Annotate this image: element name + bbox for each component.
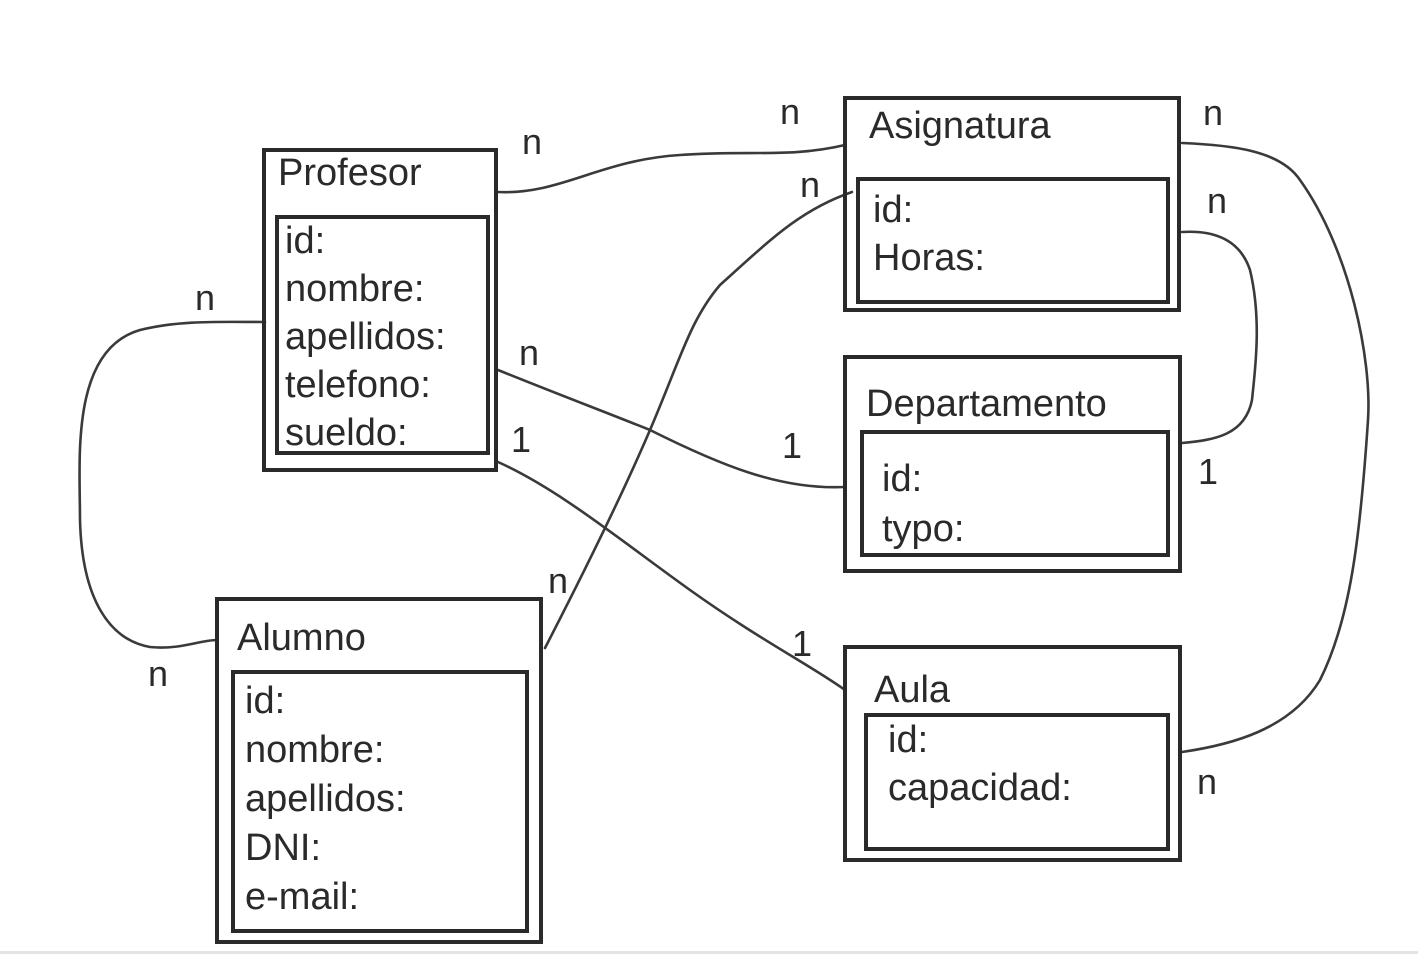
cardinality-label: n bbox=[522, 121, 543, 162]
entity-title: Alumno bbox=[237, 617, 366, 659]
entity-profesor: Profesor id: nombre: apellidos: telefono… bbox=[262, 148, 498, 472]
attribute: e-mail: bbox=[245, 876, 360, 918]
entity-title: Asignatura bbox=[869, 105, 1051, 147]
cardinality-label: 1 bbox=[511, 419, 532, 460]
attribute: sueldo: bbox=[285, 412, 408, 454]
cardinality-label: n bbox=[1203, 92, 1224, 133]
attribute-box: id: capacidad: bbox=[864, 713, 1170, 851]
attribute: Horas: bbox=[873, 237, 985, 279]
attribute: typo: bbox=[882, 508, 965, 550]
cardinality-label: n bbox=[1197, 761, 1218, 802]
entity-title: Aula bbox=[874, 669, 951, 711]
link-alumno-asignatura bbox=[543, 190, 854, 650]
cardinality-label: n bbox=[780, 91, 801, 132]
cardinality-label: 1 bbox=[782, 425, 803, 466]
attribute: apellidos: bbox=[245, 778, 406, 820]
link-asignatura-aula bbox=[1180, 141, 1370, 754]
attribute: capacidad: bbox=[888, 767, 1072, 809]
entity-title: Profesor bbox=[278, 152, 422, 194]
attribute: id: bbox=[285, 220, 326, 262]
cardinality-label: n bbox=[148, 653, 169, 694]
attribute: nombre: bbox=[285, 268, 425, 310]
attribute: apellidos: bbox=[285, 316, 446, 358]
link-asignatura-departamento bbox=[1180, 230, 1259, 445]
attribute: id: bbox=[245, 680, 286, 722]
cardinality-label: n bbox=[1207, 180, 1228, 221]
entity-alumno: Alumno id: nombre: apellidos: DNI: e-mai… bbox=[215, 597, 543, 944]
cardinality-label: 1 bbox=[792, 623, 813, 664]
cardinality-label: 1 bbox=[1198, 451, 1219, 492]
link-profesor-asignatura bbox=[496, 143, 847, 194]
link-profesor-aula bbox=[496, 460, 847, 692]
entity-departamento: Departamento id: typo: bbox=[843, 355, 1182, 573]
attribute-box: id: nombre: apellidos: telefono: sueldo: bbox=[275, 215, 490, 455]
link-profesor-alumno bbox=[78, 320, 267, 649]
attribute: telefono: bbox=[285, 364, 431, 406]
attribute: nombre: bbox=[245, 729, 385, 771]
bottom-divider bbox=[0, 951, 1418, 954]
entity-title: Departamento bbox=[866, 383, 1107, 425]
entity-asignatura: Asignatura id: Horas: bbox=[843, 96, 1181, 312]
cardinality-label: n bbox=[800, 164, 821, 205]
attribute-box: id: Horas: bbox=[856, 177, 1170, 304]
attribute: id: bbox=[882, 458, 923, 500]
attribute: id: bbox=[888, 719, 929, 761]
cardinality-label: n bbox=[548, 560, 569, 601]
attribute: id: bbox=[873, 189, 914, 231]
cardinality-label: n bbox=[519, 332, 540, 373]
attribute-box: id: typo: bbox=[860, 430, 1170, 557]
entity-aula: Aula id: capacidad: bbox=[843, 645, 1182, 862]
attribute-box: id: nombre: apellidos: DNI: e-mail: bbox=[231, 670, 529, 933]
cardinality-label: n bbox=[195, 277, 216, 318]
attribute: DNI: bbox=[245, 827, 321, 869]
